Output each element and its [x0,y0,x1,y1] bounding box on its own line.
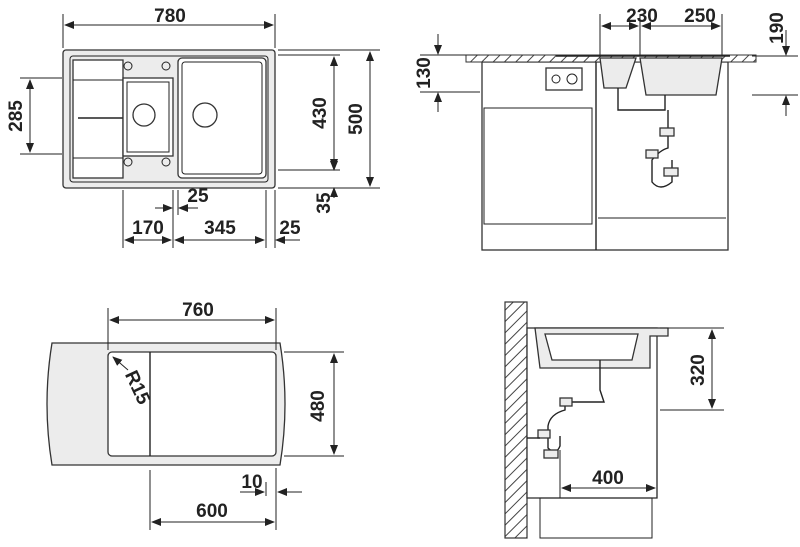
height-430-label: 430 [310,97,331,129]
top-view: 780 285 430 500 35 25 170 345 25 [6,6,380,248]
gap-25-label: 25 [187,186,209,207]
siphon-trap [651,110,673,188]
control-panel [545,67,583,91]
inner-600-label: 600 [196,501,228,522]
small-bowl-230-label: 230 [626,6,658,27]
cutout-view: R15 760 480 10 600 [46,300,344,530]
large-bowl-side [639,57,723,96]
height-500-label: 500 [346,103,367,135]
bowl-345-label: 345 [204,218,236,239]
hole-icon [123,157,133,167]
knob-icon [551,74,561,84]
edge-25-label: 25 [279,218,301,239]
width-760-label: 760 [182,300,214,321]
hole-icon [123,61,133,71]
height-480-label: 480 [308,390,329,422]
depth-400-label: 400 [592,468,624,489]
knob-icon [566,73,578,85]
small-bowl-drain [132,103,156,127]
wall [504,301,528,539]
height-285-label: 285 [6,100,27,132]
large-bowl [177,57,267,179]
drainer-170-label: 170 [132,218,164,239]
hole-icon [161,157,171,167]
height-320-label: 320 [688,354,709,386]
lip-35-label: 35 [314,192,335,214]
counter-130-label: 130 [414,57,435,89]
section-drain-pipe [570,360,605,403]
large-bowl-250-label: 250 [684,6,716,27]
width-780-label: 780 [154,6,186,27]
small-bowl-side [599,57,637,89]
hole-icon [161,61,171,71]
section-view: 320 400 [504,301,724,539]
drain-pipe [617,88,666,111]
side-view: 130 230 250 190 [414,6,798,251]
large-bowl-drain [192,102,218,128]
depth-190-label: 190 [767,12,788,44]
drainer-area [72,59,124,179]
gap-10-label: 10 [241,472,262,493]
cabinet-drawer [539,497,653,539]
sink-rim [69,55,269,183]
